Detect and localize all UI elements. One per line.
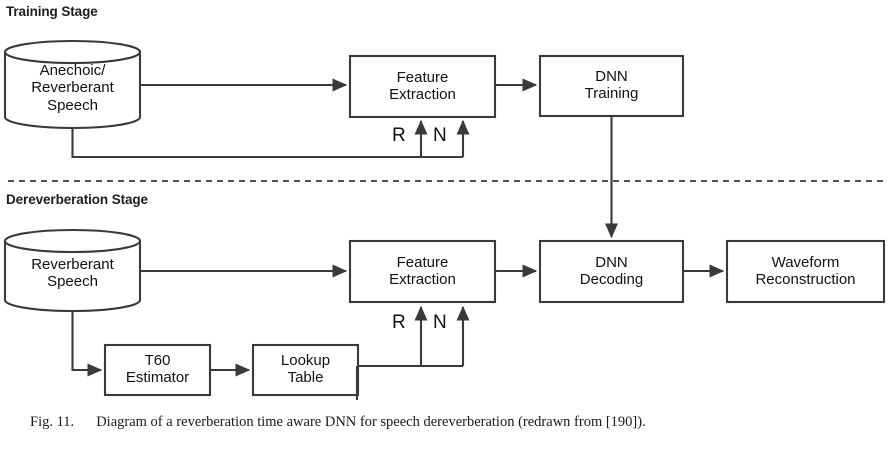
t60-estimator-box [103, 343, 212, 397]
training-datastore-label[interactable]: Anechoic/ Reverberant Speech [5, 58, 140, 118]
block-diagram-canvas [3, 39, 886, 400]
dereverb-datastore-line2: Speech [47, 273, 98, 290]
training-datastore-line1: Anechoic/ [39, 62, 106, 80]
arrow-dereverb-datastore-to-t60 [71, 311, 103, 377]
lookup-table-box [251, 343, 360, 397]
training-datastore-line2: Reverberant [31, 79, 114, 97]
line-train-datastore-feedback [71, 128, 463, 159]
training-feature-extraction-box [348, 54, 497, 119]
dnn-training-box [538, 54, 685, 118]
dereverb-feature-extraction-box [348, 239, 497, 304]
dereverberation-stage-label: Dereverberation Stage [6, 192, 148, 207]
figure-caption: Fig. 11. Diagram of a reverberation time … [0, 414, 895, 431]
training-r-label: R [392, 125, 406, 146]
training-datastore-line3: Speech [47, 96, 98, 114]
training-n-label: N [433, 125, 447, 146]
dereverb-r-label: R [392, 312, 406, 333]
dnn-decoding-box [538, 239, 685, 304]
dereverb-n-label: N [433, 312, 447, 333]
figure-caption-text: Diagram of a reverberation time aware DN… [96, 414, 646, 430]
dereverb-datastore-line1: Reverberant [31, 255, 114, 273]
dereverb-datastore-shape [3, 228, 142, 313]
training-stage-label: Training Stage [6, 4, 98, 19]
training-datastore-shape [3, 39, 142, 130]
dereverb-datastore-label[interactable]: Reverberant Speech [5, 247, 140, 299]
figure-number: Fig. 11. [30, 414, 75, 430]
waveform-reconstruction-box [725, 239, 886, 304]
